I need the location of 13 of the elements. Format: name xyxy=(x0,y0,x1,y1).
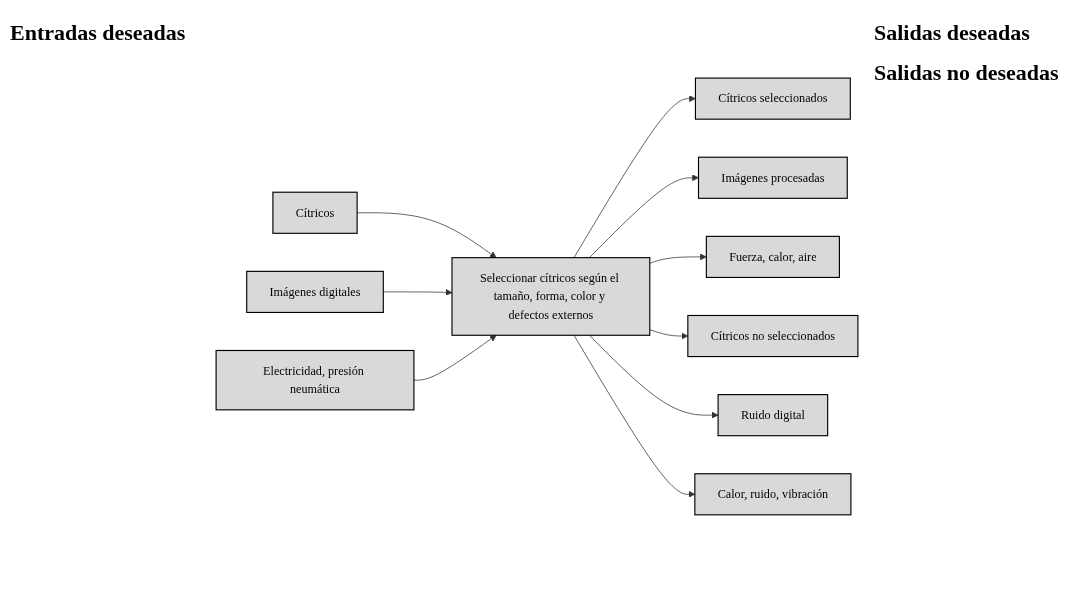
section-heading: Salidas no deseadas xyxy=(874,60,1060,86)
node-box: Electricidad, presión neumática xyxy=(215,349,415,411)
node-box: Imágenes procesadas xyxy=(697,156,848,199)
section-heading: Salidas deseadas xyxy=(874,20,1031,46)
node-box: Cítricos xyxy=(272,191,358,234)
node-box: Seleccionar cítricos según el tamaño, forma, color y defectos externos xyxy=(451,257,651,336)
node-box: Fuerza, calor, aire xyxy=(705,235,840,279)
node-box: Cítricos seleccionados xyxy=(694,77,851,120)
node-box: Imágenes digitales xyxy=(246,270,384,314)
section-heading: Entradas deseadas xyxy=(10,20,187,46)
node-box: Ruido digital xyxy=(717,394,829,437)
node-box: Cítricos no seleccionados xyxy=(687,314,859,358)
node-box: Calor, ruido, vibración xyxy=(694,473,852,516)
